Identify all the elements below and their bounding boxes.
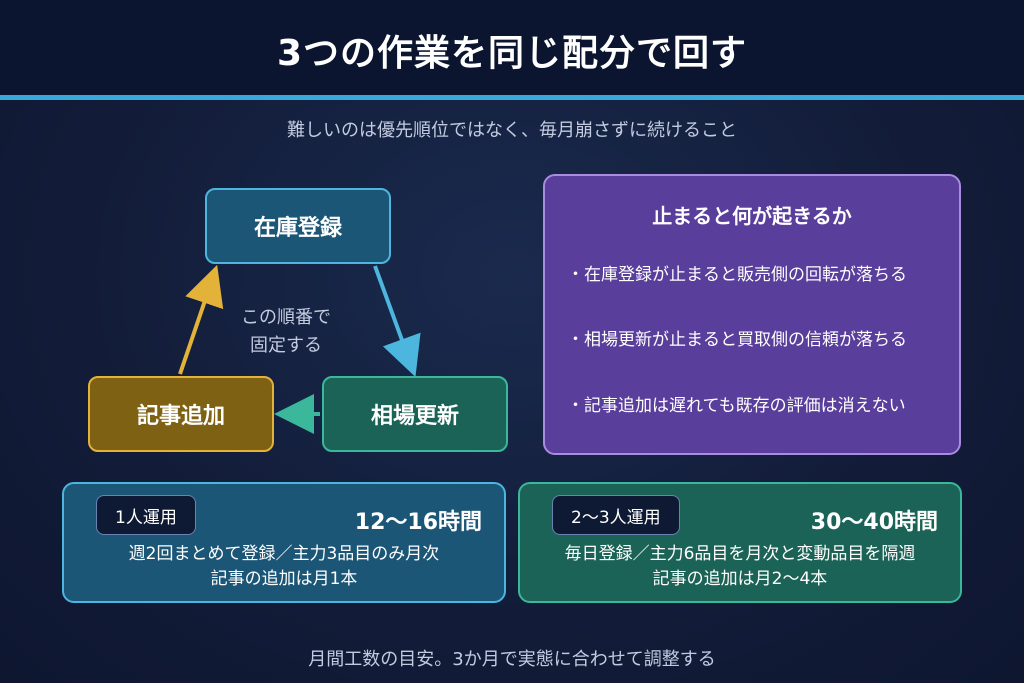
cycle-node-inventory-label: 在庫登録 <box>253 216 342 241</box>
plan-description: 週2回まとめて登録／主力3品目のみ月次 記事の追加は月1本 <box>64 542 504 592</box>
plan-card-solo: 1人運用 12〜16時間 週2回まとめて登録／主力3品目のみ月次 記事の追加は月… <box>62 482 506 603</box>
plan-badge: 2〜3人運用 <box>552 495 680 535</box>
cycle-node-article-label: 記事追加 <box>136 404 225 429</box>
plan-card-team: 2〜3人運用 30〜40時間 毎日登録／主力6品目を月次と変動品目を隔週 記事の… <box>518 482 962 603</box>
plan-description-line2: 記事の追加は月2〜4本 <box>652 569 828 589</box>
warning-title: 止まると何が起きるか <box>652 204 852 228</box>
page-subtitle: 難しいのは優先順位ではなく、毎月崩さずに続けること <box>287 120 737 141</box>
cycle-node-article: 記事追加 <box>88 376 274 452</box>
cycle-center-note-line2: 固定する <box>250 335 322 356</box>
plan-badge: 1人運用 <box>96 495 196 535</box>
cycle-node-pricing-label: 相場更新 <box>370 404 459 429</box>
header-divider <box>0 95 1024 100</box>
plan-description-line1: 毎日登録／主力6品目を月次と変動品目を隔週 <box>564 544 916 564</box>
cycle-center-note-line1: この順番で <box>241 307 331 328</box>
plan-hours: 12〜16時間 <box>354 510 482 535</box>
warning-item: ・在庫登録が止まると販売側の回転が落ちる <box>567 265 907 285</box>
header-bar <box>0 0 1024 95</box>
plan-hours: 30〜40時間 <box>810 510 938 535</box>
plan-description-line1: 週2回まとめて登録／主力3品目のみ月次 <box>128 544 440 564</box>
warning-panel: 止まると何が起きるか ・在庫登録が止まると販売側の回転が落ちる ・相場更新が止ま… <box>543 174 961 455</box>
plan-description-line2: 記事の追加は月1本 <box>210 569 358 589</box>
page-title: 3つの作業を同じ配分で回す <box>276 33 748 74</box>
footer-note: 月間工数の目安。3か月で実態に合わせて調整する <box>308 649 716 670</box>
cycle-node-pricing: 相場更新 <box>322 376 508 452</box>
arrow-inventory-to-pricing <box>373 265 421 378</box>
warning-item: ・記事追加は遅れても既存の評価は消えない <box>567 396 906 416</box>
cycle-center-note: この順番で 固定する <box>226 304 346 360</box>
cycle-node-inventory: 在庫登録 <box>205 188 391 264</box>
plan-description: 毎日登録／主力6品目を月次と変動品目を隔週 記事の追加は月2〜4本 <box>520 542 960 592</box>
arrow-article-to-inventory <box>178 264 224 375</box>
warning-item: ・相場更新が止まると買取側の信頼が落ちる <box>567 330 907 350</box>
